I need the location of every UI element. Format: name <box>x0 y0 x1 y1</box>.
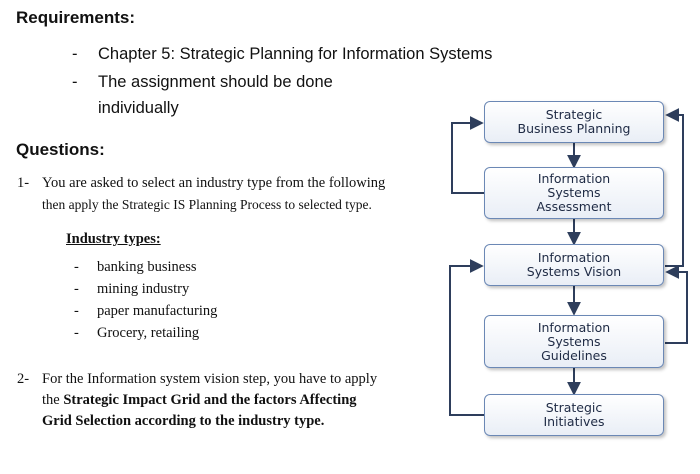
box-is-vision: Information Systems Vision <box>484 244 664 286</box>
question-line: For the Information system vision step, … <box>42 371 378 387</box>
loop-arrow-right-bottom <box>665 265 688 344</box>
requirement-text: Chapter 5: Strategic Planning for Inform… <box>98 45 493 63</box>
list-dash: - <box>74 303 79 319</box>
requirement-dash: - <box>72 73 78 91</box>
question-emphasis: Strategic Impact Grid and the factors Af… <box>63 392 357 408</box>
requirements-heading: Requirements: <box>16 8 136 27</box>
box-strategic-initiatives: Strategic Initiatives <box>484 394 664 436</box>
list-dash: - <box>74 325 79 341</box>
questions-heading: Questions: <box>16 140 105 159</box>
question-text: the <box>42 392 64 408</box>
list-dash: - <box>74 281 79 297</box>
box-strategic-business-planning: Strategic Business Planning <box>484 101 664 143</box>
question-line: then apply the Strategic IS Planning Pro… <box>42 197 372 212</box>
question-line: the Strategic Impact Grid and the factor… <box>42 390 357 411</box>
box-is-assessment: Information Systems Assessment <box>484 167 664 219</box>
loop-arrow-right-top <box>665 108 684 267</box>
question-number: 2- <box>17 371 30 387</box>
industry-name: banking business <box>97 259 197 275</box>
loop-arrow-left-top <box>451 116 485 194</box>
requirement-text-continued: individually <box>98 99 179 117</box>
requirement-dash: - <box>72 45 78 63</box>
question-number: 1- <box>17 175 30 191</box>
industry-name: Grocery, retailing <box>97 325 200 341</box>
industry-name: mining industry <box>97 281 190 297</box>
requirement-text: The assignment should be done <box>98 73 333 91</box>
question-line: You are asked to select an industry type… <box>42 175 386 191</box>
loop-arrow-left-bottom <box>449 259 485 416</box>
list-dash: - <box>74 259 79 275</box>
question-emphasis: Grid Selection according to the industry… <box>42 413 325 429</box>
industry-types-title: Industry types: <box>66 231 161 247</box>
box-is-guidelines: Information Systems Guidelines <box>484 315 664 368</box>
industry-name: paper manufacturing <box>97 303 218 319</box>
